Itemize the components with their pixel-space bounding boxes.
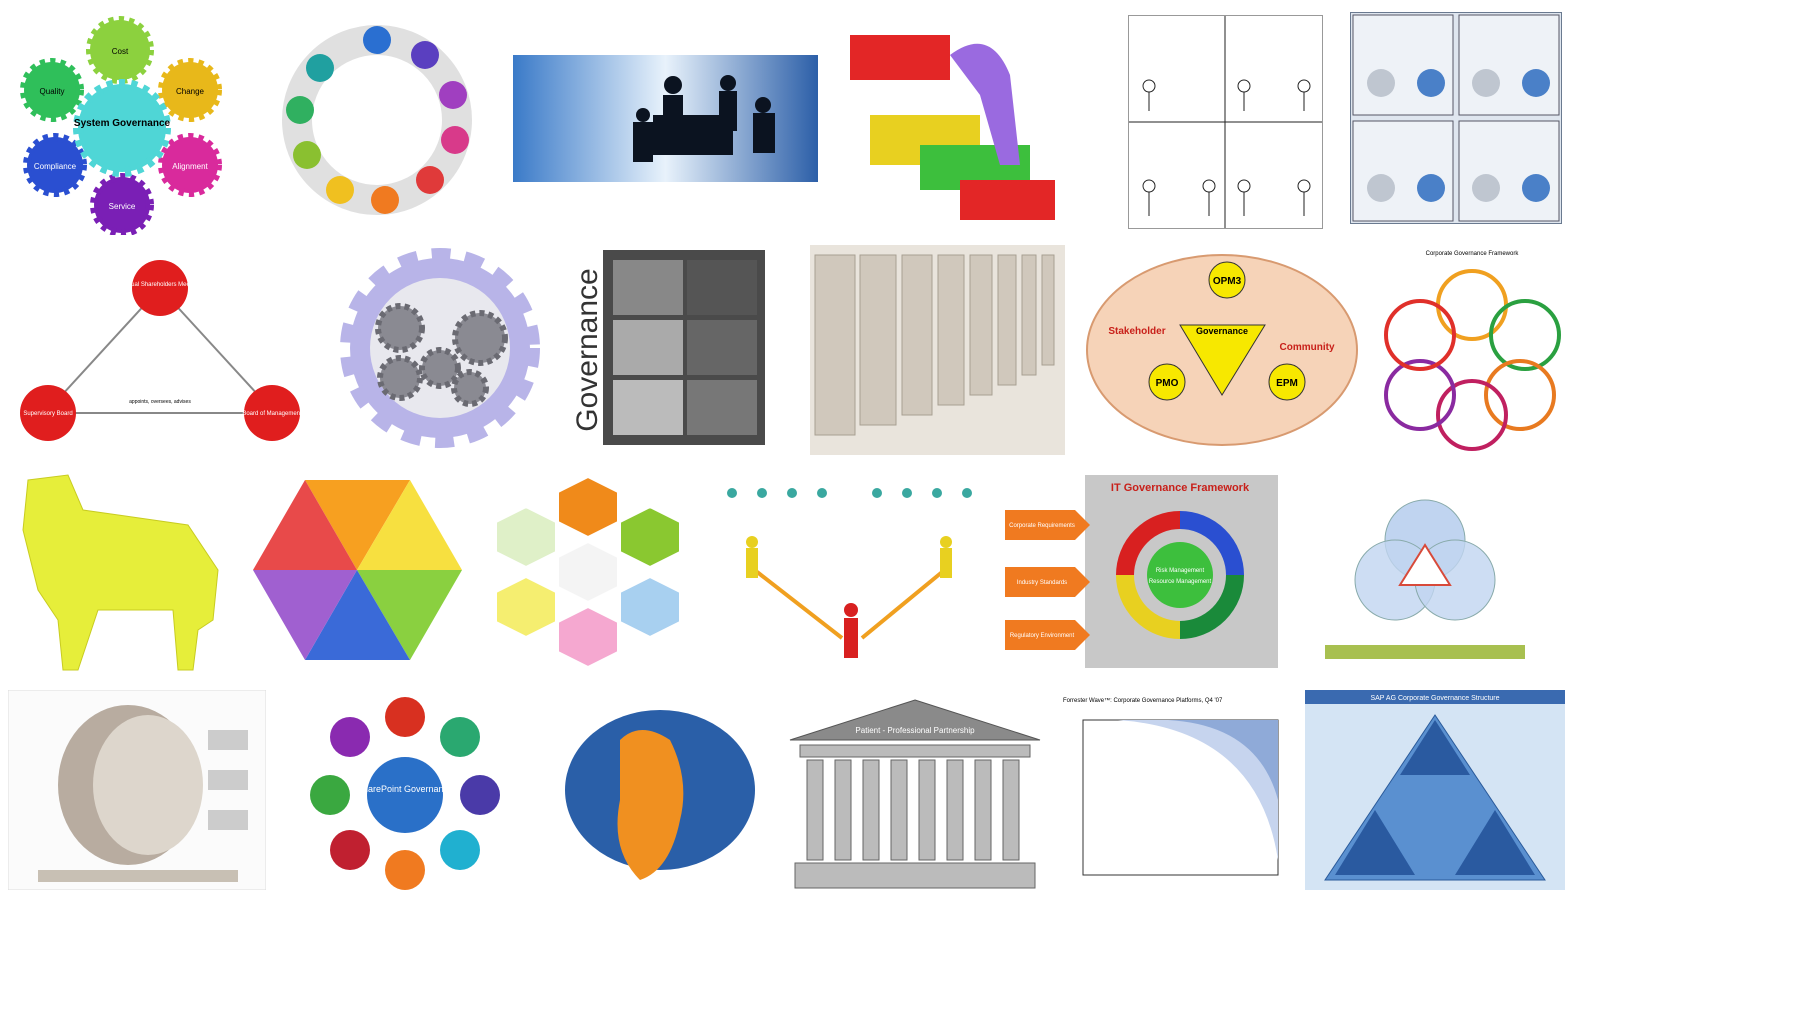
opm3-label: OPM3 xyxy=(1213,276,1242,287)
wave-chart xyxy=(1082,719,1279,876)
crescent-diagram-image[interactable] xyxy=(8,690,266,890)
svg-text:Service: Service xyxy=(109,202,136,211)
people-ring-image[interactable] xyxy=(265,10,490,230)
governance-puzzle-image[interactable]: Governance xyxy=(575,250,770,450)
sap-title: SAP AG Corporate Governance Structure xyxy=(1370,695,1499,702)
svg-text:Cost: Cost xyxy=(112,47,129,56)
svg-text:System Governance: System Governance xyxy=(74,118,171,129)
cycle-ring xyxy=(1116,511,1244,639)
opm3-circle xyxy=(1208,261,1246,299)
venn xyxy=(1325,499,1525,659)
xkcd-comic-image[interactable] xyxy=(1128,15,1323,229)
svg-text:Compliance: Compliance xyxy=(34,162,77,171)
crescent xyxy=(38,705,248,882)
cycle-title: Corporate Governance Framework xyxy=(1426,251,1520,257)
hex-honeycomb-image[interactable] xyxy=(488,472,698,672)
epm-label: EPM xyxy=(1276,378,1298,389)
people-network-image[interactable] xyxy=(712,478,987,668)
svg-text:Annual Shareholders Meeting: Annual Shareholders Meeting xyxy=(120,282,199,288)
pmo-label: PMO xyxy=(1156,378,1179,389)
temple-roof xyxy=(789,699,1041,741)
lego-bricks xyxy=(850,35,1055,220)
wave-title: Forrester Wave™: Corporate Governance Pl… xyxy=(1063,697,1223,704)
it-governance-framework-image[interactable]: IT Governance Framework Corporate Requir… xyxy=(1000,475,1280,670)
gear-center: System Governance xyxy=(73,79,171,177)
sap-governance-image[interactable]: SAP AG Corporate Governance Structure xyxy=(1305,690,1565,890)
epm-circle xyxy=(1268,363,1306,401)
committee-panels xyxy=(1352,14,1560,222)
gear-alignment: Alignment xyxy=(158,133,222,197)
roof-label: Patient - Professional Partnership xyxy=(855,726,975,735)
svg-text:Supervisory Board: Supervisory Board xyxy=(23,411,72,417)
svg-text:Alignment: Alignment xyxy=(172,162,208,171)
ring-of-people xyxy=(282,25,472,215)
stakeholder-label: Stakeholder xyxy=(1108,326,1165,337)
lego-bricks-image[interactable] xyxy=(840,15,1090,225)
pmo-circle xyxy=(1148,363,1186,401)
dog-map-image[interactable] xyxy=(8,470,233,675)
svg-text:Board of Management: Board of Management xyxy=(242,411,302,417)
svg-text:Risk Management: Risk Management xyxy=(1156,568,1205,574)
gear-compliance: Compliance xyxy=(23,133,87,197)
opm3-cloud-image[interactable]: OPM3 PMO EPM Governance Stakeholder Comm… xyxy=(1085,250,1360,450)
gear-change: Change xyxy=(158,58,222,122)
classical-columns-image[interactable] xyxy=(810,245,1065,455)
triangle-diagram: Annual Shareholders Meeting Supervisory … xyxy=(20,260,302,441)
fire xyxy=(617,730,684,880)
gear-quality: Quality xyxy=(20,58,84,122)
sharepoint-governance-image[interactable]: SharePoint Governance xyxy=(300,695,510,890)
earth-fire-image[interactable] xyxy=(560,700,760,890)
svg-text:Change: Change xyxy=(176,87,205,96)
satellites xyxy=(310,697,500,890)
columns xyxy=(814,254,1055,436)
comic-panels xyxy=(1129,16,1322,228)
network xyxy=(727,488,972,658)
arrows xyxy=(1005,510,1090,650)
svg-text:Industry Standards: Industry Standards xyxy=(1017,580,1067,586)
gear-cost: Cost xyxy=(86,16,154,84)
forrester-wave-image[interactable]: Forrester Wave™: Corporate Governance Pl… xyxy=(1058,690,1286,890)
svg-text:appoints, oversees, advises: appoints, oversees, advises xyxy=(129,399,191,405)
community-label: Community xyxy=(1280,342,1335,353)
hexagon-framework-image[interactable] xyxy=(250,470,465,670)
governance-vertical-text: Governance xyxy=(575,268,604,431)
center-label: SharePoint Governance xyxy=(357,784,453,794)
center-circle xyxy=(1147,542,1213,608)
shareholder-triangle-image[interactable]: Annual Shareholders Meeting Supervisory … xyxy=(10,258,305,443)
hexagon-segments xyxy=(253,480,462,660)
committee-comic-image[interactable] xyxy=(1350,12,1562,224)
corporate-governance-cycle-image[interactable]: Corporate Governance Framework xyxy=(1380,245,1565,455)
svg-text:Corporate Requirements: Corporate Requirements xyxy=(1009,523,1075,529)
dog-shape xyxy=(22,474,219,671)
svg-text:Resource Management: Resource Management xyxy=(1149,579,1212,585)
honeycomb xyxy=(495,475,681,669)
cycle-rings xyxy=(1384,269,1561,451)
gears xyxy=(340,248,540,448)
temple-partnership-image[interactable]: Patient - Professional Partnership xyxy=(785,695,1045,890)
venn-governance-image[interactable] xyxy=(1295,485,1565,665)
puzzle xyxy=(603,250,765,445)
boardroom-image[interactable] xyxy=(513,55,818,182)
center-circle xyxy=(367,757,443,833)
silhouettes xyxy=(633,75,775,162)
svg-text:Quality: Quality xyxy=(40,87,65,96)
temple-columns xyxy=(794,744,1036,889)
itgf-title: IT Governance Framework xyxy=(1111,482,1250,494)
gear-service: Service xyxy=(90,173,154,235)
svg-text:Regulatory Environment: Regulatory Environment xyxy=(1010,633,1075,639)
system-governance-gears-image[interactable]: Cost Change Alignment Service Compliance… xyxy=(10,10,245,235)
gear-cluster-image[interactable] xyxy=(330,248,550,453)
governance-triangle xyxy=(1179,324,1266,396)
governance-label: Governance xyxy=(1196,326,1248,336)
sap-triangles xyxy=(1324,714,1546,881)
